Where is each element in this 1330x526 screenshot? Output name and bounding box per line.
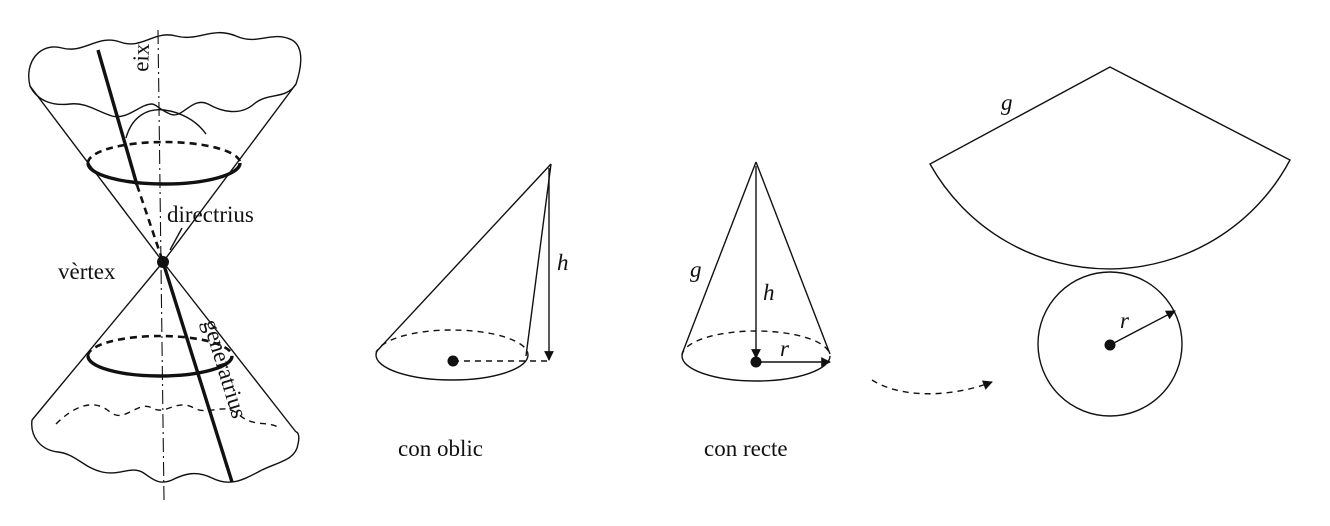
axis-label: eix: [128, 43, 154, 72]
net-center-dot: [1104, 339, 1116, 351]
upper-inner-bump: [125, 109, 207, 139]
lower-cone-right-side: [162, 261, 297, 433]
oblique-h-label: h: [557, 250, 569, 275]
vertex-label: vèrtex: [58, 259, 116, 284]
generatrix-line-lower: [161, 261, 234, 483]
generatrix-line-hidden: [135, 184, 165, 263]
right-h-label: h: [763, 280, 775, 305]
vertex-dot: [157, 256, 169, 268]
oblique-caption: con oblic: [398, 436, 483, 461]
net-r-label: r: [1120, 308, 1130, 333]
right-g-label: g: [690, 257, 702, 282]
net-radius-arrow: [1109, 310, 1176, 346]
oblique-cone: h con oblic: [375, 163, 569, 461]
right-cone: g h r con recte: [681, 161, 831, 461]
lower-cut-back: [55, 404, 281, 429]
double-cone: eix directrius vèrtex generatrius: [28, 29, 302, 501]
right-caption: con recte: [704, 436, 788, 461]
right-right-side: [755, 161, 831, 355]
oblique-base-back: [375, 329, 529, 356]
right-base-front: [681, 355, 831, 382]
right-left-side: [681, 161, 757, 355]
right-center-dot: [750, 356, 762, 368]
lower-directrix-back: [86, 334, 234, 357]
directrix-pointer: [169, 227, 183, 251]
upper-cut-outline: [28, 31, 302, 118]
net-g-label: g: [1001, 90, 1013, 115]
directrix-label: directrius: [167, 202, 254, 227]
upper-directrix-back: [86, 140, 242, 164]
net-base-circle: [1037, 271, 1183, 417]
lower-cone-left-side: [31, 261, 164, 421]
lower-directrix-front: [86, 355, 234, 378]
net-sector: [929, 66, 1291, 270]
oblique-base-front: [375, 354, 529, 381]
oblique-center-dot: [447, 355, 459, 367]
unfold-arrow: [871, 379, 993, 395]
oblique-right-side: [525, 163, 552, 357]
right-r-label: r: [780, 336, 790, 361]
generatrix-line-upper: [96, 49, 139, 186]
cone-net: g r: [929, 66, 1291, 417]
lower-cut-outline: [31, 419, 300, 483]
upper-directrix-front: [86, 162, 242, 186]
oblique-left-side: [375, 163, 552, 353]
